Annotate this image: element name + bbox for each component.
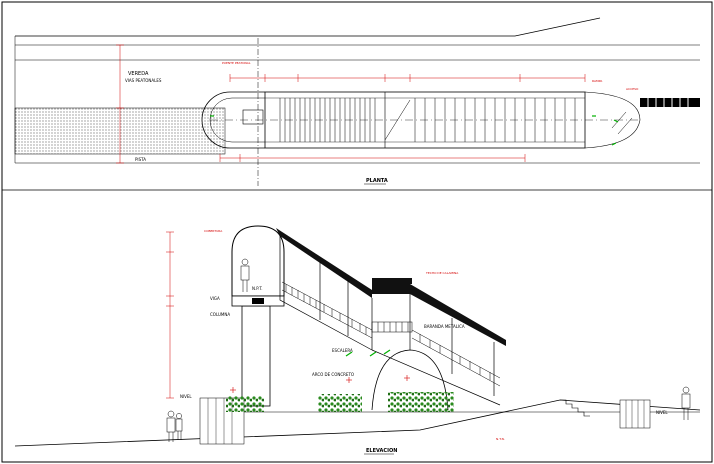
ground-label: N.T.N. (496, 437, 505, 441)
shrub-mid (318, 394, 362, 412)
railing-label: BARANDA METALICA (424, 324, 465, 329)
person-figure-left (166, 410, 183, 442)
plan-dimensions (116, 44, 586, 164)
beam-label: VIGA (210, 296, 220, 301)
level-dimensions (166, 231, 174, 399)
roof-flat (372, 278, 412, 284)
red-crosses (230, 375, 410, 393)
person-figure-tower (240, 258, 250, 292)
tower-window (252, 298, 264, 304)
level-label-left: NIVEL (180, 394, 192, 399)
level-label-right: NIVEL (656, 410, 668, 415)
ramp-curve (584, 91, 641, 149)
crosswalk-bar (640, 98, 700, 107)
railing-mid (371, 321, 413, 333)
railing-mid-bars (377, 322, 409, 332)
arch-label: ARCO DE CONCRETO (312, 372, 354, 377)
crosswalk-stripes (647, 98, 689, 107)
roof-lower (372, 284, 506, 346)
right-wall-lines (625, 400, 645, 428)
road-top-edge (15, 17, 601, 37)
road-label: VEREDA (128, 71, 149, 77)
railing-lower (411, 329, 501, 387)
landing-rounded-end (201, 91, 265, 149)
cover-label: COBERTURA (204, 229, 223, 233)
shrub-right (388, 392, 454, 412)
tower-shaft (241, 305, 271, 407)
plan-title: PLANTA (366, 178, 388, 184)
shrub-left (226, 396, 264, 412)
railing-upper (281, 281, 373, 339)
access-label: ACCESO (626, 87, 639, 91)
right-wall (619, 399, 651, 429)
roof-upper (276, 228, 372, 298)
elevation-title: ELEVACION (366, 448, 397, 454)
bridge-label: PUENTE PEATONAL (222, 61, 251, 65)
green-markers (210, 115, 619, 146)
road-sublabel: VIAS PEATONALES (125, 78, 162, 83)
ramp-label: RAMPA (592, 79, 603, 83)
elevation-view: COBERTURA TECHO DE CALAMINA VIGA COLUMNA… (14, 225, 701, 455)
ramp-line-2 (617, 117, 633, 135)
column-label: COLUMNA (210, 312, 230, 317)
plan-view: VEREDA VIAS PEATONALES PISTA PUENTE PEAT… (14, 17, 700, 186)
roof-label: TECHO DE CALAMINA (425, 271, 459, 275)
person-figure-right (681, 386, 691, 420)
stair-label: ESCALERA (332, 348, 353, 353)
right-stair (560, 399, 590, 417)
column-plan (242, 109, 264, 125)
npt-label: N.P.T. (252, 286, 263, 291)
sidewalk-label: PISTA (135, 157, 146, 162)
elev-green-markers (345, 349, 391, 357)
concrete-arch (371, 349, 449, 411)
